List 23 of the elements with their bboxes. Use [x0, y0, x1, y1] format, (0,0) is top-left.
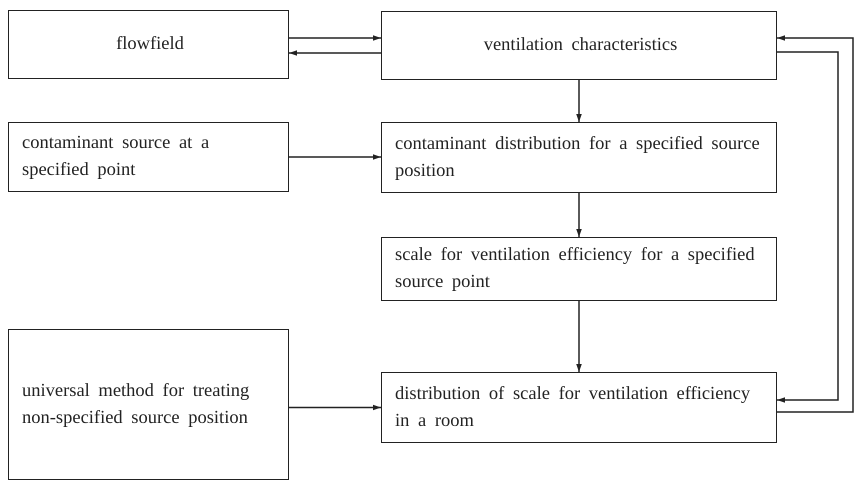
box-text: contaminant source at a specified point — [21, 132, 210, 182]
box-text: flowfield — [115, 33, 185, 56]
process-box — [8, 122, 289, 192]
arrow — [777, 35, 854, 413]
process-box — [8, 10, 289, 79]
box-text: universal method for treating non-specified source position — [21, 380, 250, 430]
process-box — [381, 372, 777, 443]
process-box — [8, 329, 289, 480]
process-box — [381, 122, 777, 193]
process-box — [381, 11, 777, 80]
arrow — [576, 301, 582, 372]
box-text: distribution of scale for ventilation efficiency in a room — [394, 382, 752, 432]
box-text: scale for ventilation efficiency for a specified source point — [394, 244, 756, 294]
arrow — [289, 154, 381, 160]
box-text: contaminant distribution for a specified source position — [394, 132, 761, 182]
arrow — [289, 50, 381, 56]
arrow — [576, 80, 582, 122]
box-text: ventilation characteristics — [482, 34, 678, 58]
arrow — [289, 404, 381, 410]
process-box — [381, 237, 777, 301]
arrow — [777, 51, 839, 403]
arrow — [289, 35, 381, 41]
arrow — [576, 193, 582, 237]
